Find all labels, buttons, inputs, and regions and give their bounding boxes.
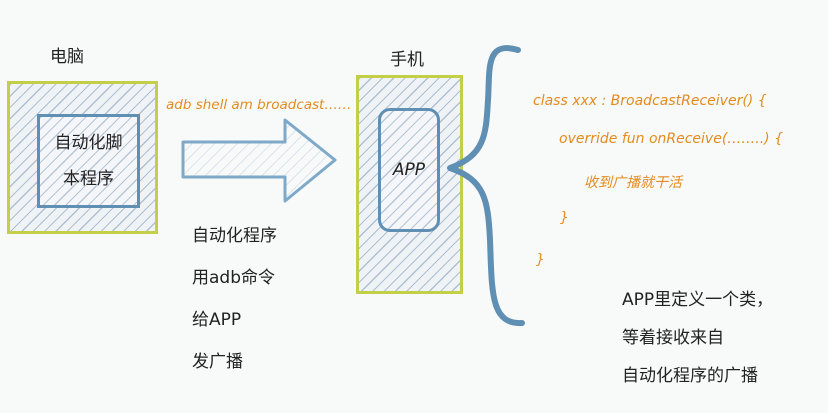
note-line: APP里定义一个类， [622,290,774,310]
explanation-note: APP里定义一个类， 等着接收来自 自动化程序的广播 [622,281,773,395]
computer-title: 电脑 [50,47,84,67]
code-line-comment: 收到广播就干活 [584,175,682,191]
app-box: APP [378,108,440,232]
note-line: 自动化程序的广播 [622,366,758,386]
code-line-onreceive: override fun onReceive(……..) { [559,131,783,147]
note-line: 等着接收来自 [622,328,724,348]
curly-brace-icon [447,45,525,327]
right-arrow-icon [181,118,337,203]
step-line: 给APP [192,310,242,330]
step-line: 自动化程序 [192,226,277,246]
step-line: 发广播 [192,352,243,372]
script-label-line2: 本程序 [63,169,114,189]
code-line-close-class: } [536,252,545,268]
script-label-line1: 自动化脚 [54,133,123,153]
adb-command-text: adb shell am broadcast…… [166,97,352,113]
step-line: 用adb命令 [192,268,275,288]
code-line-close-method: } [560,210,569,226]
phone-title: 手机 [390,50,424,70]
steps-text: 自动化程序 用adb命令 给APP 发广播 [192,215,277,383]
code-line-class: class xxx : BroadcastReceiver() { [533,93,767,109]
automation-script-box: 自动化脚 本程序 [37,114,140,208]
app-label: APP [392,160,426,180]
